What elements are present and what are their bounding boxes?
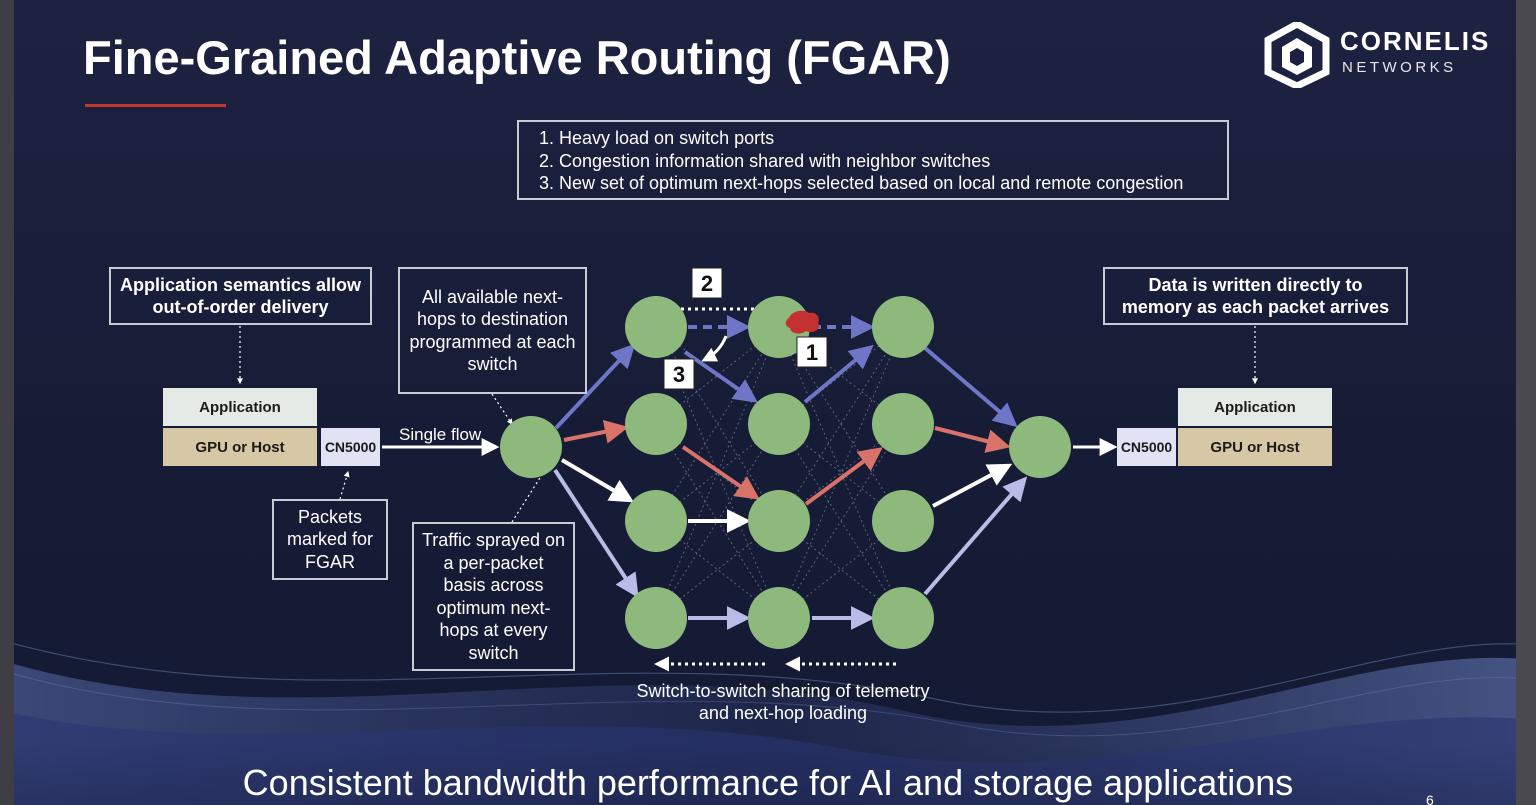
background-wave	[0, 639, 1536, 805]
marker-label: 1	[806, 340, 818, 365]
left-nic-block: CN5000	[321, 428, 380, 466]
switch-node	[625, 587, 687, 649]
logo-subtitle: NETWORKS	[1342, 59, 1457, 76]
path-arrow	[553, 468, 639, 599]
switch-node	[872, 296, 934, 358]
page-number: 6	[1426, 792, 1434, 805]
path-arrow	[681, 445, 760, 500]
footer-tagline: Consistent bandwidth performance for AI …	[242, 762, 1294, 803]
steps-list: Heavy load on switch ports Congestion in…	[529, 127, 1217, 195]
switch-node	[625, 490, 687, 552]
path-arrow	[563, 419, 629, 444]
marker-3: 3	[663, 358, 695, 390]
switch-node	[872, 587, 934, 649]
footer-band	[0, 740, 1536, 805]
note-traffic-sprayed: Traffic sprayed on a per-packet basis ac…	[412, 522, 575, 671]
switch-nodes	[500, 296, 1071, 649]
step-item: Congestion information shared with neigh…	[559, 150, 1217, 173]
path-arrow	[804, 447, 883, 506]
reroute-arrow	[701, 335, 728, 362]
left-gpu-host-block: GPU or Host	[163, 428, 317, 466]
path-arrow	[683, 350, 758, 403]
company-logo: CORNELIS NETWORKS	[1264, 22, 1494, 88]
path-arrow	[560, 458, 635, 503]
telemetry-caption-line1: Switch-to-switch sharing of telemetry	[636, 681, 930, 701]
congestion-icon	[785, 310, 819, 334]
switch-node	[748, 490, 810, 552]
step-item: Heavy load on switch ports	[559, 127, 1217, 150]
right-nic-block: CN5000	[1117, 428, 1176, 466]
note-direct-memory: Data is written directly to memory as ea…	[1103, 267, 1408, 325]
path-arrow	[803, 344, 874, 404]
single-flow-label: Single flow	[399, 425, 482, 444]
switch-node-ingress	[500, 416, 562, 478]
switch-node	[625, 393, 687, 455]
switch-node	[872, 393, 934, 455]
switch-node	[748, 587, 810, 649]
slide-title: Fine-Grained Adaptive Routing (FGAR)	[83, 31, 951, 84]
switch-node	[625, 296, 687, 358]
marker-label: 2	[701, 271, 713, 296]
right-application-block: Application	[1178, 388, 1332, 426]
switch-node	[748, 393, 810, 455]
path-arrow	[932, 463, 1013, 508]
title-underline	[85, 104, 226, 107]
switch-node	[748, 296, 810, 358]
logo-wordmark: CORNELIS	[1340, 26, 1491, 56]
path-arrow	[554, 343, 636, 430]
note-next-hops: All available next-hops to destination p…	[398, 267, 587, 394]
note-packets-marked: Packets marked for FGAR	[272, 499, 388, 580]
logo-mark-icon	[1264, 22, 1330, 88]
path-arrow	[923, 476, 1028, 596]
marker-1: 1	[796, 336, 828, 368]
note-connectors	[237, 326, 1258, 523]
path-arrow	[934, 426, 1011, 453]
note-out-of-order: Application semantics allow out-of-order…	[109, 267, 372, 325]
left-application-block: Application	[163, 388, 317, 426]
switch-node-egress	[1009, 416, 1071, 478]
steps-box: Heavy load on switch ports Congestion in…	[517, 120, 1229, 200]
switch-node	[872, 490, 934, 552]
left-frame-edge	[0, 0, 14, 805]
marker-2: 2	[691, 267, 723, 299]
right-frame-edge	[1516, 0, 1536, 805]
telemetry-caption-line2: and next-hop loading	[698, 703, 868, 723]
path-arrow	[923, 346, 1018, 428]
right-gpu-host-block: GPU or Host	[1178, 428, 1332, 466]
step-item: New set of optimum next-hops selected ba…	[559, 172, 1217, 195]
marker-label: 3	[673, 362, 685, 387]
